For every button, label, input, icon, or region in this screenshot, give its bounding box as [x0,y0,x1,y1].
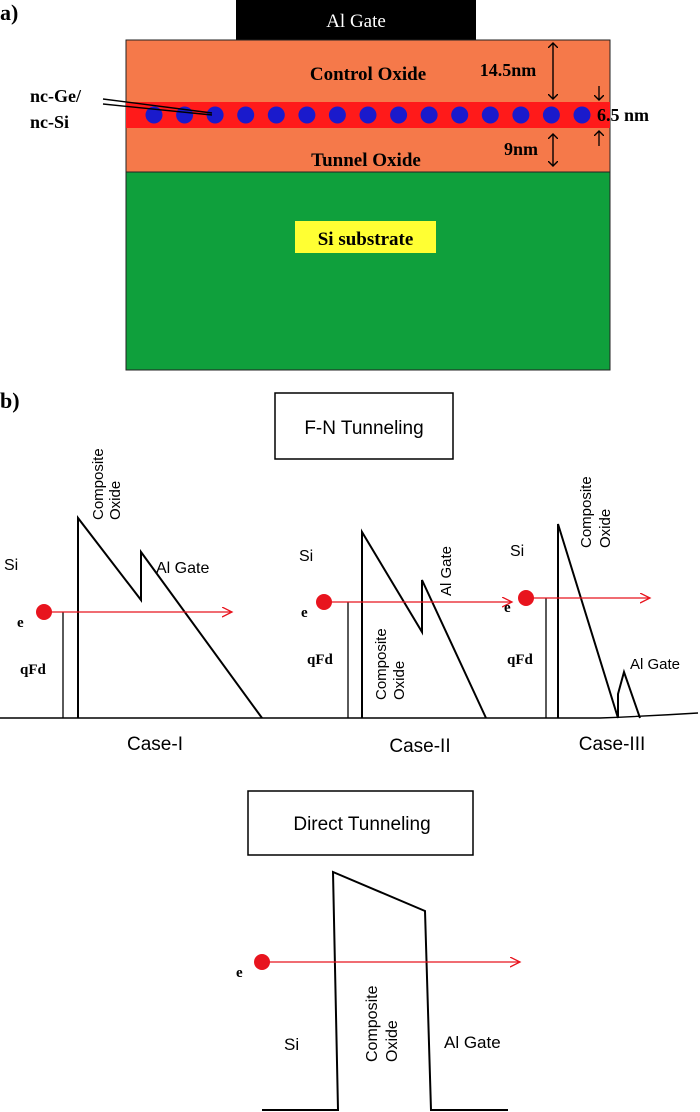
case-2-si-label: Si [299,548,313,565]
al-gate-block [236,0,476,40]
nanocrystal-dot [542,106,560,124]
direct-title-box [247,790,474,856]
case-3-electron [518,590,534,606]
case-2-oxide-label-1: Composite [373,628,390,700]
panel-a-label: a) [0,0,18,25]
case-3-oxide-label-1: Composite [578,476,595,548]
direct-si-label: Si [284,1035,299,1054]
nanocrystal-dot [328,106,346,124]
nc-label-line1: nc-Ge/ [30,86,82,106]
nanocrystal-dot [298,106,316,124]
case-3-barrier [557,523,641,719]
nanocrystal-dot [573,106,591,124]
control-oxide-label: Control Oxide [310,64,426,85]
case-3-e-label: e [504,600,511,616]
case-1-qfd-label: qFd [20,662,47,678]
case-2-gate-label: Al Gate [438,546,455,596]
fn-baseline [0,712,699,719]
substrate-label-box [295,221,436,253]
case-2-diagram: Si e qFd Composite Oxide Al Gate Case-II [299,528,512,757]
direct-electron [254,954,270,970]
nanocrystal-dot [206,106,224,124]
nanocrystal-dot [390,106,408,124]
case-2-electron [316,594,332,610]
case-3-qfd-label: qFd [507,652,534,668]
case-2-e-label: e [301,605,308,621]
al-gate-label: Al Gate [326,11,386,32]
direct-e-label: e [236,965,243,981]
direct-gate-label: Al Gate [444,1033,501,1052]
case-1-electron [36,604,52,620]
nanocrystal-dot [267,106,285,124]
dim-control-label: 14.5nm [480,60,537,80]
nanocrystal-dot [451,106,469,124]
direct-oxide-label-2: Oxide [384,1020,401,1062]
case-2-oxide-label-2: Oxide [391,661,408,700]
direct-oxide-label-1: Composite [364,985,381,1062]
direct-title: Direct Tunneling [293,814,430,835]
tunnel-oxide-label: Tunnel Oxide [311,150,421,171]
fn-title: F-N Tunneling [304,418,423,439]
case-2-barrier [361,528,487,719]
case-3-si-label: Si [510,543,524,560]
dim-tunnel-label: 9nm [504,139,538,159]
case-1-barrier [77,515,263,719]
case-1-oxide-label-2: Oxide [107,481,124,520]
nanocrystal-dot [237,106,255,124]
case-1-e-label: e [17,615,24,631]
nc-label-line2: nc-Si [30,112,69,132]
case-3-name: Case-III [579,734,646,755]
nanocrystal-dot [512,106,530,124]
case-3-oxide-label-2: Oxide [597,509,614,548]
si-substrate [125,171,611,371]
nanocrystal-dot [176,106,194,124]
case-1-oxide-label-1: Composite [90,448,107,520]
case-2-name: Case-II [389,736,450,757]
direct-barrier [262,870,508,1111]
case-2-qfd-label: qFd [307,652,334,668]
panel-b-label: b) [0,388,20,413]
nanocrystal-dot [420,106,438,124]
nc-pointer-line [102,98,213,114]
direct-diagram: e Si Composite Oxide Al Gate [236,870,520,1111]
case-1-si-label: Si [4,557,18,574]
nanocrystal-dot [145,106,163,124]
case-3-diagram: Si e qFd Composite Oxide Al Gate Case-II… [504,476,680,755]
case-1-diagram: Si e qFd Composite Oxide Al Gate Case-I [4,448,263,755]
nanocrystal-dot [359,106,377,124]
nanocrystal-dot [481,106,499,124]
substrate-label: Si substrate [318,229,414,250]
case-1-name: Case-I [127,734,183,755]
case-1-gate-label: Al Gate [156,560,209,577]
nc-pointer-line-2 [102,103,213,116]
case-3-gate-label: Al Gate [630,656,680,673]
fn-title-box [274,392,454,460]
dim-nc-label: 6.5 nm [597,105,649,125]
nanocrystals [145,106,591,124]
